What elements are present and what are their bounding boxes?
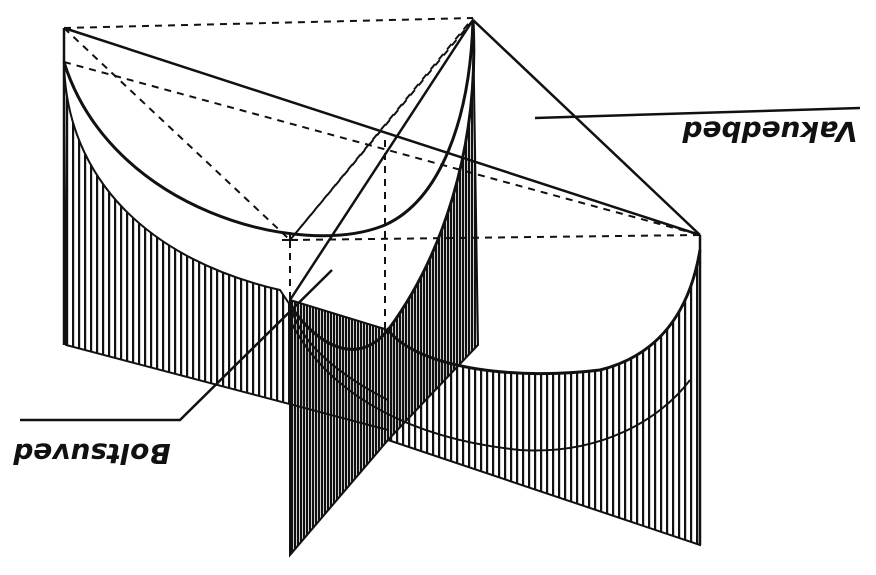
lower-arch-curve [289,319,691,452]
right-label-leader [534,106,861,120]
dashed-construction-lines [63,17,701,420]
dashed-center-cross [289,17,474,241]
right-arch-curve [386,249,702,376]
left-label: Boltsuved [12,437,170,470]
apex-marker [282,232,298,248]
top-edge-diagonal [63,26,701,237]
pyramid-edge-right [472,19,701,236]
groin-curve [288,19,476,351]
pyramid-edge-left [288,19,475,301]
front-vertical-plane [289,298,389,558]
dashed-diag-2 [289,234,701,241]
left-arch-curve [62,19,475,238]
left-label-leader [20,269,333,422]
dashed-diag-4 [63,61,701,236]
right-label: Vakuedbed [682,115,858,148]
dashed-top-rim [63,17,474,29]
